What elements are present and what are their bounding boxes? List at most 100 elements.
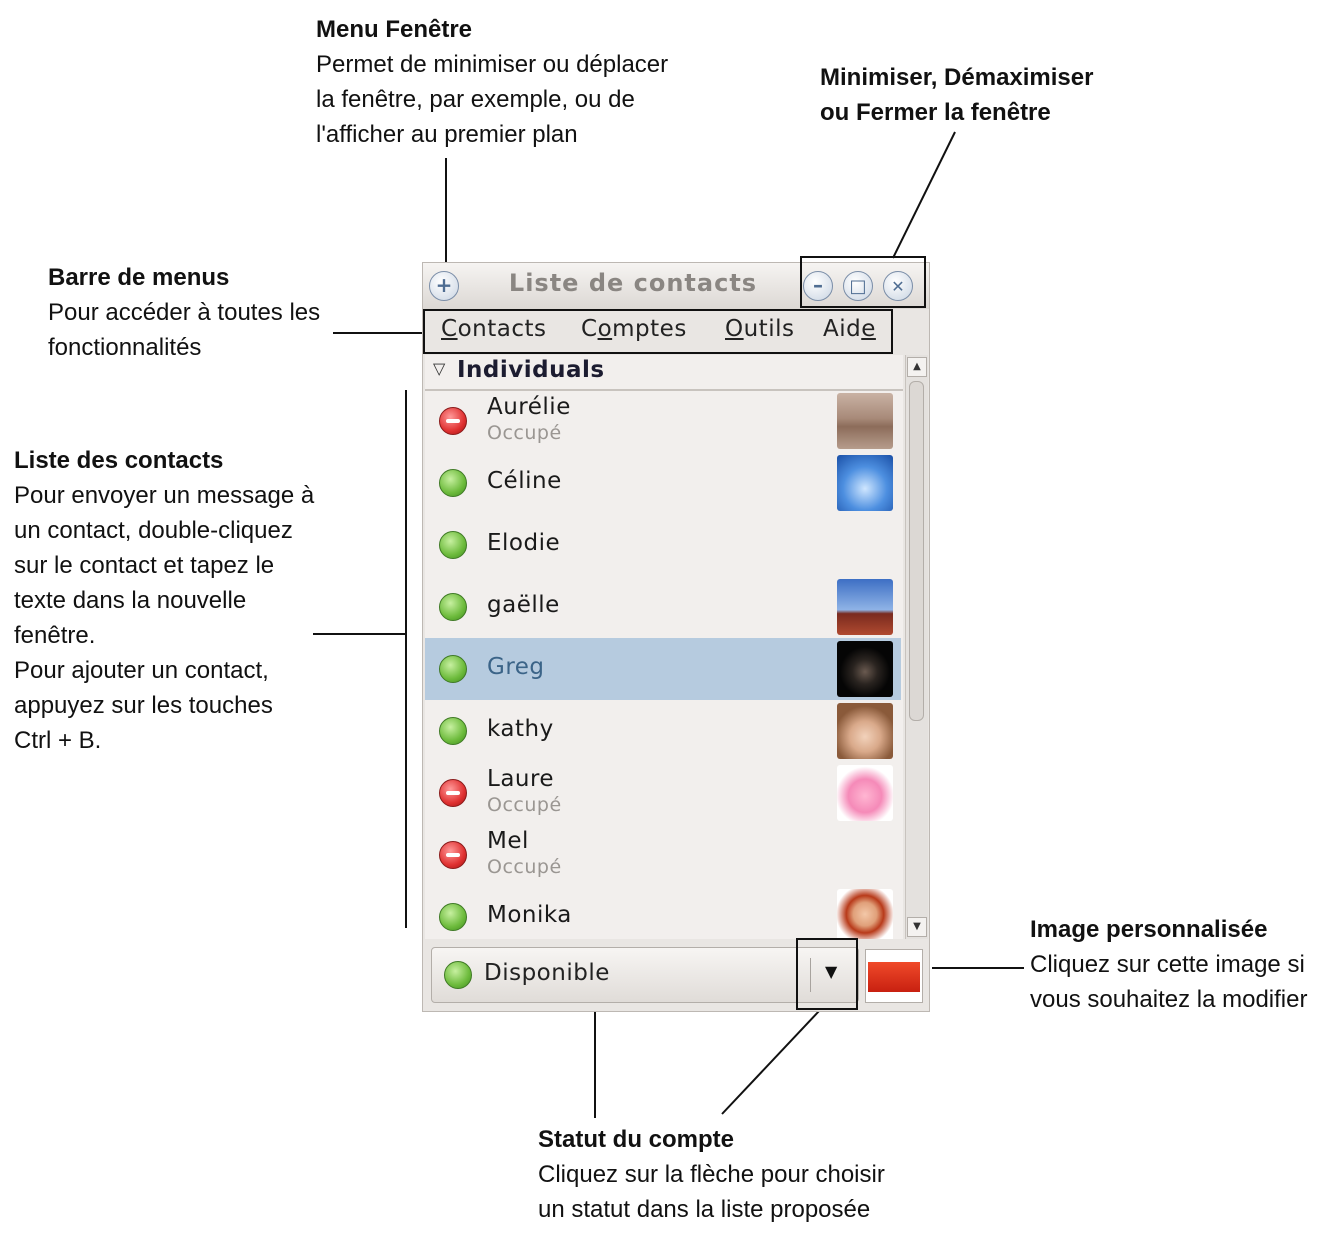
contact-avatar bbox=[837, 703, 893, 759]
annotation-barre-menus: Barre de menus Pour accéder à toutes les… bbox=[48, 260, 348, 365]
available-status-icon bbox=[439, 655, 467, 683]
annotation-body: Pour accéder à toutes les fonctionnalité… bbox=[48, 299, 321, 361]
minimize-icon: – bbox=[813, 273, 823, 297]
menu-text: Aid bbox=[823, 316, 862, 342]
vertical-scrollbar[interactable]: ▲ ▼ bbox=[905, 355, 928, 939]
close-button[interactable]: ✕ bbox=[883, 271, 913, 301]
menu-aide[interactable]: Aide bbox=[823, 316, 876, 342]
scroll-down-arrow-icon[interactable]: ▼ bbox=[907, 917, 927, 937]
contact-row[interactable]: Mel Occupé bbox=[425, 824, 901, 886]
scroll-up-arrow-icon[interactable]: ▲ bbox=[907, 357, 927, 377]
title-bar[interactable]: + Liste de contacts – □ ✕ bbox=[423, 263, 929, 309]
contact-row[interactable]: Aurélie Occupé bbox=[425, 390, 901, 452]
contact-avatar bbox=[837, 765, 893, 821]
contact-name: Céline bbox=[487, 468, 562, 494]
annotation-title: Barre de menus bbox=[48, 264, 230, 291]
contact-status: Occupé bbox=[487, 794, 562, 816]
busy-status-icon bbox=[439, 779, 467, 807]
contact-avatar bbox=[837, 455, 893, 511]
busy-status-icon bbox=[439, 841, 467, 869]
annotation-menu-fenetre: Menu Fenêtre Permet de minimiser ou dépl… bbox=[316, 12, 736, 152]
contact-row[interactable]: kathy bbox=[425, 700, 901, 762]
window-menu-button[interactable]: + bbox=[429, 271, 459, 301]
annotation-statut-compte: Statut du compte Cliquez sur la flèche p… bbox=[538, 1122, 958, 1227]
custom-avatar-button[interactable] bbox=[865, 949, 923, 1003]
contact-row[interactable]: gaëlle bbox=[425, 576, 901, 638]
close-icon: ✕ bbox=[891, 277, 905, 296]
annotation-liste-contacts: Liste des contacts Pour envoyer un messa… bbox=[14, 443, 334, 758]
group-header[interactable]: ▽ Individuals bbox=[425, 355, 903, 391]
highlight-window-buttons bbox=[800, 256, 926, 308]
menu-mnemonic: e bbox=[861, 316, 876, 342]
available-status-icon bbox=[444, 961, 472, 989]
contact-name: Greg bbox=[487, 654, 545, 680]
contact-name: gaëlle bbox=[487, 592, 560, 618]
menu-bar: Contacts Comptes Outils Aide bbox=[423, 311, 929, 353]
contact-name: Monika bbox=[487, 902, 572, 928]
available-status-icon bbox=[439, 717, 467, 745]
group-label: Individuals bbox=[457, 357, 605, 383]
annotation-image-personnalisee: Image personnalisée Cliquez sur cette im… bbox=[1030, 912, 1320, 1017]
annotation-body: Pour envoyer un message à un contact, do… bbox=[14, 482, 315, 754]
annotation-title: Liste des contacts bbox=[14, 447, 224, 474]
contact-list-window: + Liste de contacts – □ ✕ Contacts Compt… bbox=[422, 262, 930, 1012]
contact-row[interactable]: Elodie bbox=[425, 514, 901, 576]
leader-line-minimiser bbox=[892, 131, 956, 259]
contact-avatar bbox=[837, 579, 893, 635]
menu-text: C bbox=[581, 316, 598, 342]
avatar-image bbox=[868, 962, 920, 992]
annotation-body: Cliquez sur cette image si vous souhaite… bbox=[1030, 951, 1308, 1013]
annotation-body: Cliquez sur la flèche pour choisir un st… bbox=[538, 1161, 885, 1223]
contact-row[interactable]: Céline bbox=[425, 452, 901, 514]
menu-text: mptes bbox=[612, 316, 687, 342]
plus-icon: + bbox=[435, 273, 453, 297]
menu-mnemonic: O bbox=[725, 316, 744, 342]
restore-icon: □ bbox=[849, 276, 867, 297]
contact-list[interactable]: ▽ Individuals Aurélie Occupé Céline Elod… bbox=[425, 355, 903, 939]
presence-label: Disponible bbox=[484, 960, 610, 986]
contact-avatar bbox=[837, 393, 893, 449]
contact-name: Laure bbox=[487, 766, 555, 792]
menu-contacts[interactable]: Contacts bbox=[441, 316, 546, 342]
busy-status-icon bbox=[439, 407, 467, 435]
contact-avatar bbox=[837, 889, 893, 939]
available-status-icon bbox=[439, 903, 467, 931]
contact-row-selected[interactable]: Greg bbox=[425, 638, 901, 700]
expander-icon[interactable]: ▽ bbox=[433, 359, 446, 378]
available-status-icon bbox=[439, 593, 467, 621]
separator bbox=[810, 958, 811, 992]
annotation-title: Minimiser, Démaximiser ou Fermer la fenê… bbox=[820, 64, 1094, 126]
highlight-dropdown-arrow bbox=[796, 938, 858, 1010]
contact-status: Occupé bbox=[487, 856, 562, 878]
available-status-icon bbox=[439, 469, 467, 497]
window-title: Liste de contacts bbox=[508, 269, 758, 297]
restore-button[interactable]: □ bbox=[843, 271, 873, 301]
menu-outils[interactable]: Outils bbox=[725, 316, 794, 342]
contact-row[interactable]: Laure Occupé bbox=[425, 762, 901, 824]
leader-line-arrow bbox=[721, 1009, 821, 1115]
contact-name: Elodie bbox=[487, 530, 561, 556]
dropdown-arrow-icon[interactable]: ▼ bbox=[825, 962, 838, 981]
scrollbar-thumb[interactable] bbox=[909, 381, 924, 721]
contact-name: Aurélie bbox=[487, 394, 571, 420]
annotation-title: Image personnalisée bbox=[1030, 916, 1268, 943]
menu-comptes[interactable]: Comptes bbox=[581, 316, 687, 342]
menu-text: ontacts bbox=[457, 316, 547, 342]
contact-name: kathy bbox=[487, 716, 554, 742]
annotation-title: Menu Fenêtre bbox=[316, 16, 473, 43]
minimize-button[interactable]: – bbox=[803, 271, 833, 301]
contact-row[interactable]: Monika bbox=[425, 886, 901, 939]
contact-status: Occupé bbox=[487, 422, 562, 444]
annotation-body: Permet de minimiser ou déplacer la fenêt… bbox=[316, 51, 669, 148]
menu-mnemonic: C bbox=[441, 316, 458, 342]
highlight-menubar bbox=[423, 309, 893, 354]
annotation-title: Statut du compte bbox=[538, 1126, 734, 1153]
annotation-minimiser: Minimiser, Démaximiser ou Fermer la fenê… bbox=[820, 60, 1140, 130]
contact-name: Mel bbox=[487, 828, 529, 854]
contact-avatar bbox=[837, 641, 893, 697]
available-status-icon bbox=[439, 531, 467, 559]
menu-text: utils bbox=[743, 316, 795, 342]
menu-mnemonic: o bbox=[597, 316, 613, 342]
presence-selector[interactable]: Disponible ▼ bbox=[431, 947, 859, 1003]
